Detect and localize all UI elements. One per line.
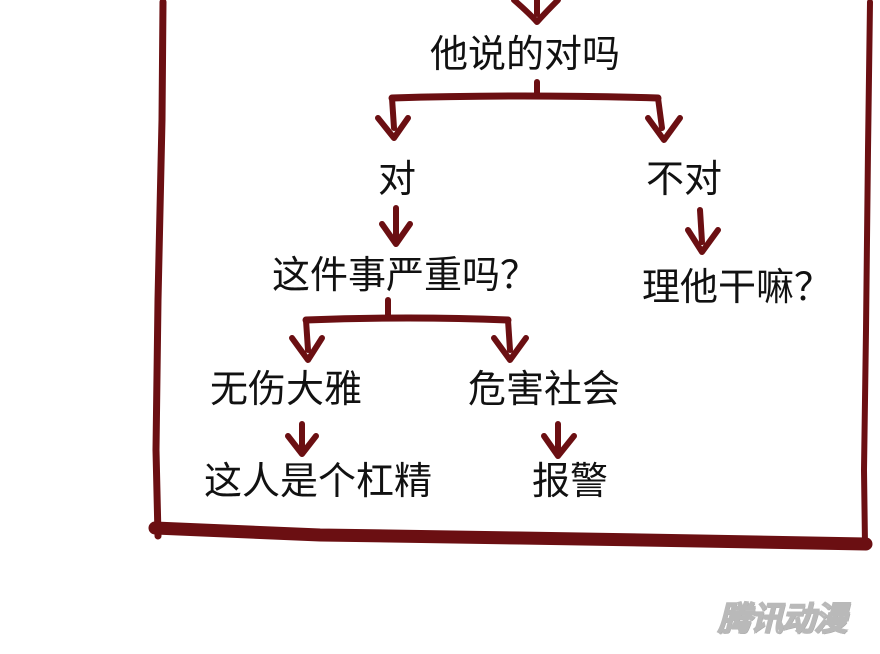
- no-join-arrow: [645, 95, 683, 143]
- question-branch-bar: [302, 314, 512, 324]
- frame-left-edge: [152, 0, 167, 540]
- severity-question: 这件事严重吗？: [272, 253, 539, 297]
- branch-yes-label: 对: [378, 157, 417, 201]
- yes-to-question-arrow: [379, 205, 413, 247]
- harmful-result-text: 报警: [532, 459, 609, 503]
- connectors: [285, 0, 721, 459]
- no-result-text: 理他干嘛？: [642, 265, 833, 309]
- watermark-logo: 腾讯动漫: [717, 598, 848, 639]
- minor-label: 无伤大雅: [210, 367, 363, 411]
- minor-result-text: 这人是个杠精: [204, 459, 433, 503]
- frame-right-edge: [860, 0, 873, 548]
- harmful-label: 危害社会: [468, 367, 621, 411]
- top-arrow-head: [511, 0, 561, 25]
- panel-frame: [148, 0, 873, 551]
- frame-bottom-edge: [148, 521, 873, 551]
- no-to-result-arrow: [685, 207, 721, 255]
- harmful-result-arrow: [541, 421, 577, 459]
- branch-no-label: 不对: [646, 157, 723, 201]
- root-question: 他说的对吗: [430, 32, 621, 76]
- harmful-join-arrow: [491, 317, 529, 363]
- minor-result-arrow: [285, 421, 319, 457]
- yes-join-arrow: [375, 95, 411, 141]
- minor-join-arrow: [289, 317, 325, 363]
- root-branch-bar: [388, 92, 662, 102]
